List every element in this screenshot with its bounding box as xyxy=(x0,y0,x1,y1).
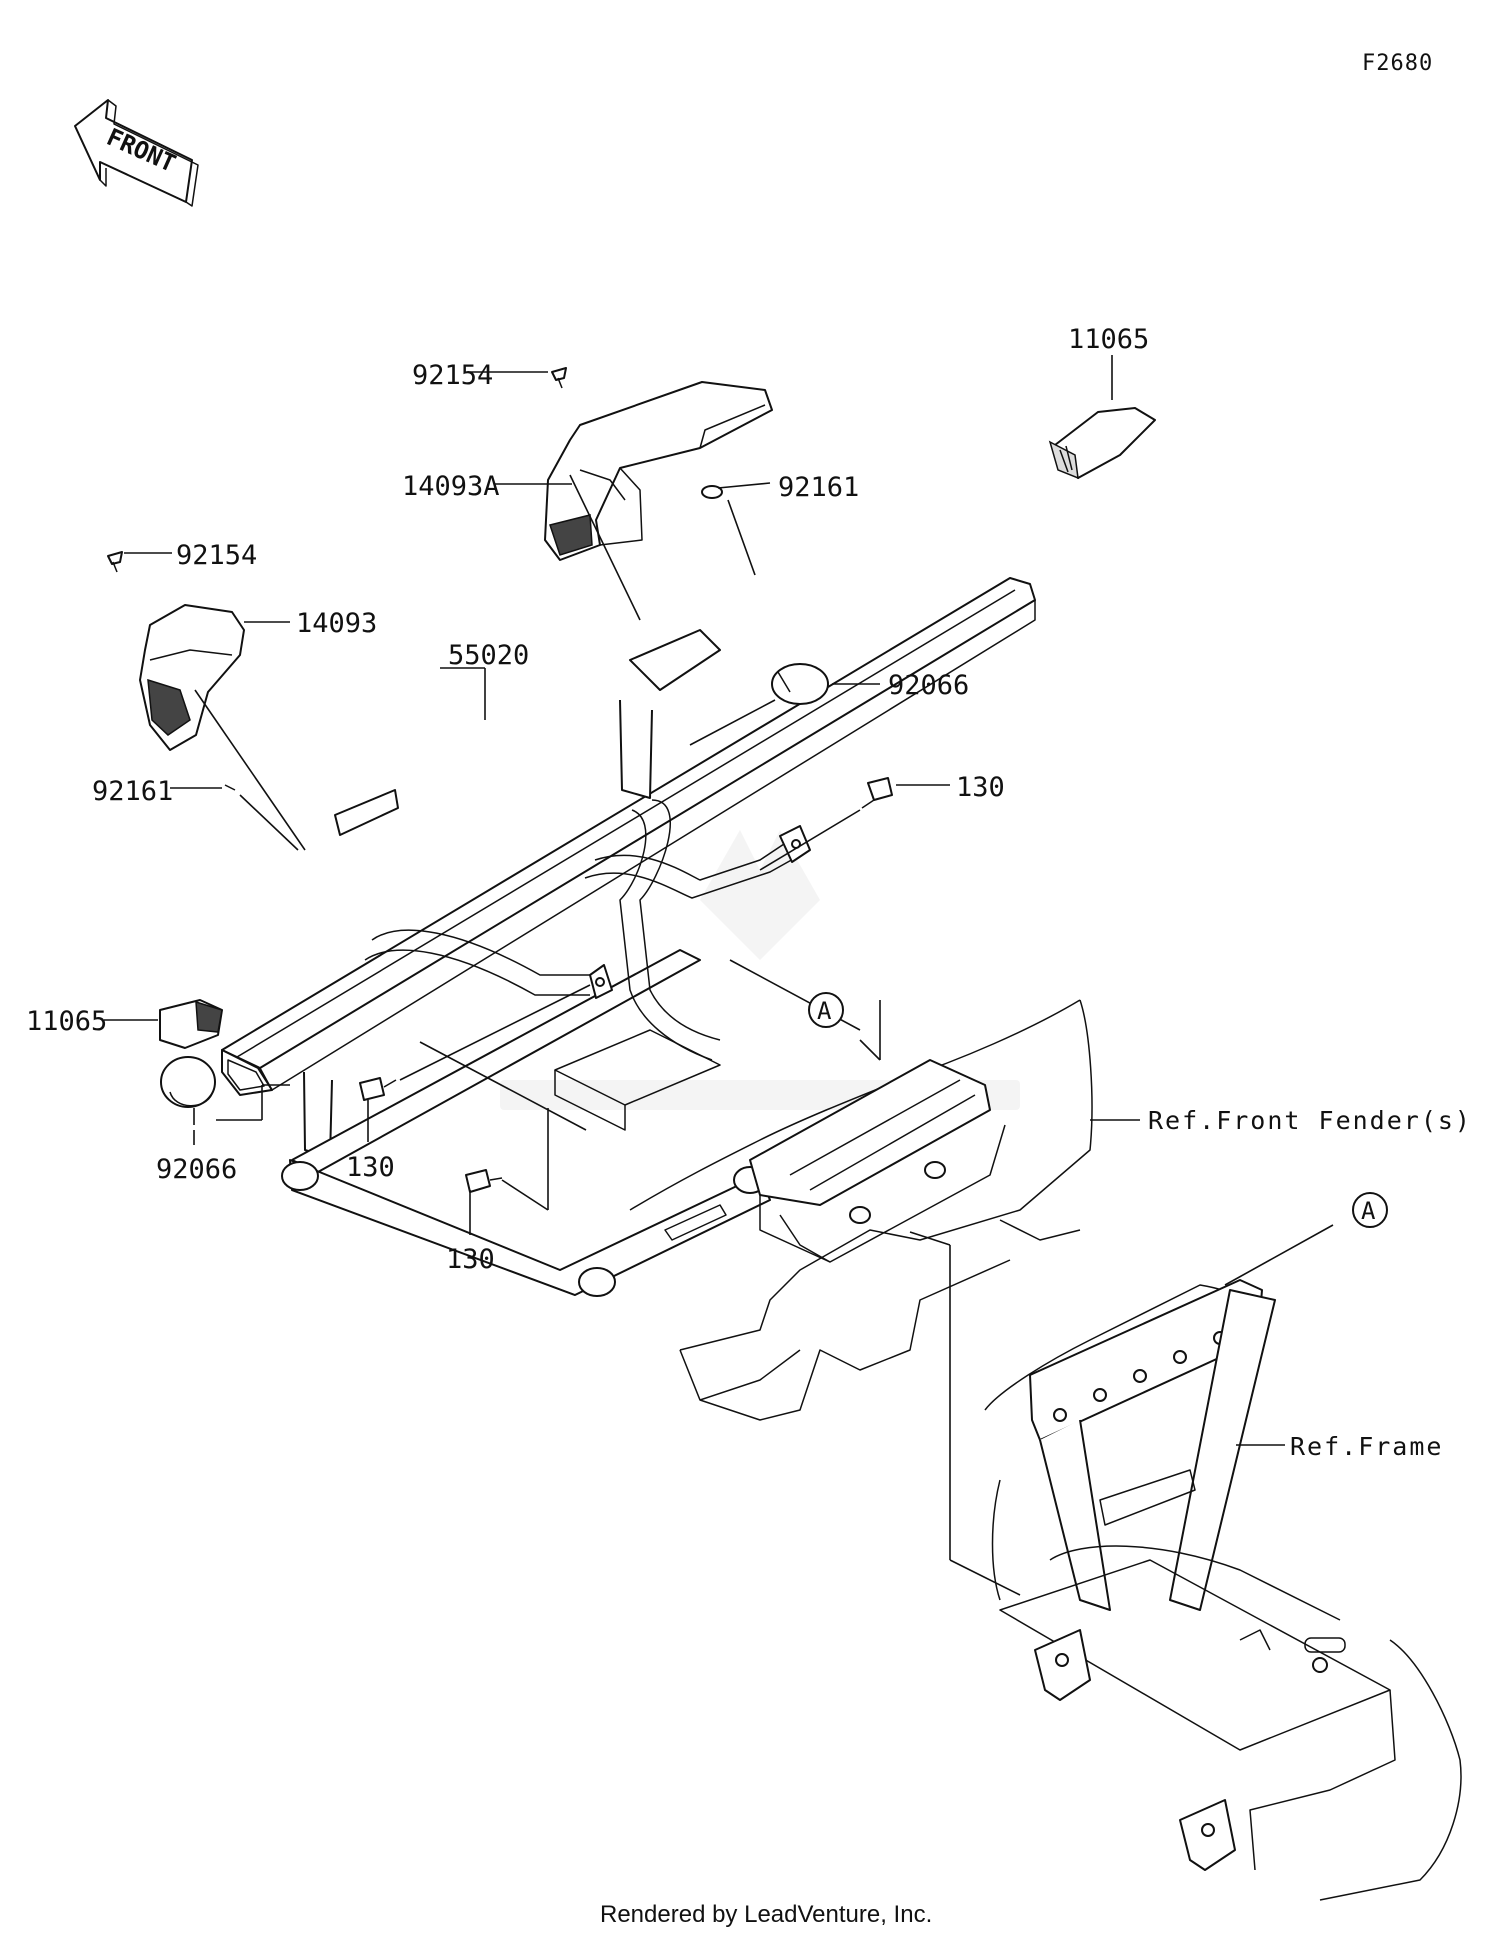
label-130-right: 130 xyxy=(956,772,1005,803)
label-11065-left: 11065 xyxy=(26,1006,107,1037)
end-cap-11065-left xyxy=(159,999,223,1049)
clip-92161-top xyxy=(701,485,723,499)
label-11065-top: 11065 xyxy=(1068,324,1149,355)
label-14093: 14093 xyxy=(296,608,377,639)
label-14093A: 14093A xyxy=(402,471,500,502)
label-ref-frame: Ref.Frame xyxy=(1290,1432,1443,1461)
bolt-130-mid xyxy=(359,1077,397,1101)
label-92154-left: 92154 xyxy=(176,540,257,571)
footer-credit: Rendered by LeadVenture, Inc. xyxy=(600,1901,932,1928)
label-130-mid: 130 xyxy=(346,1152,395,1183)
clip-92161-left xyxy=(224,784,236,791)
label-ref-front-fender: Ref.Front Fender(s) xyxy=(1148,1106,1472,1135)
frame-ref xyxy=(984,1279,1462,1901)
plug-92066-left xyxy=(160,1056,216,1108)
screw-92154-left xyxy=(107,551,123,573)
leader-lines xyxy=(104,355,1334,1596)
bolt-130-bottom xyxy=(465,1169,503,1193)
label-55020: 55020 xyxy=(448,640,529,671)
plug-92066-right xyxy=(771,663,829,705)
label-92161-top: 92161 xyxy=(778,472,859,503)
label-92066-left: 92066 xyxy=(156,1154,237,1185)
bolt-130-right xyxy=(861,777,893,809)
front-arrow-icon: FRONT xyxy=(74,99,199,207)
cover-14093A xyxy=(544,381,773,561)
callout-a-upper-text: A xyxy=(817,997,832,1025)
label-92161-left: 92161 xyxy=(92,776,173,807)
front-fender-ref xyxy=(629,999,1093,1421)
callout-a-lower-text: A xyxy=(1361,1197,1376,1225)
label-92154-top: 92154 xyxy=(412,360,493,391)
diagram-code: F2680 xyxy=(1362,51,1433,76)
callout-a-lower: A xyxy=(1352,1192,1388,1228)
cover-14093 xyxy=(139,604,245,751)
end-cap-11065-top xyxy=(1048,407,1156,480)
screw-92154-top xyxy=(551,367,567,389)
callout-a-upper: A xyxy=(808,992,844,1028)
label-130-bottom: 130 xyxy=(446,1244,495,1275)
front-guard-55020 xyxy=(221,577,1036,1297)
label-92066-right: 92066 xyxy=(888,670,969,701)
